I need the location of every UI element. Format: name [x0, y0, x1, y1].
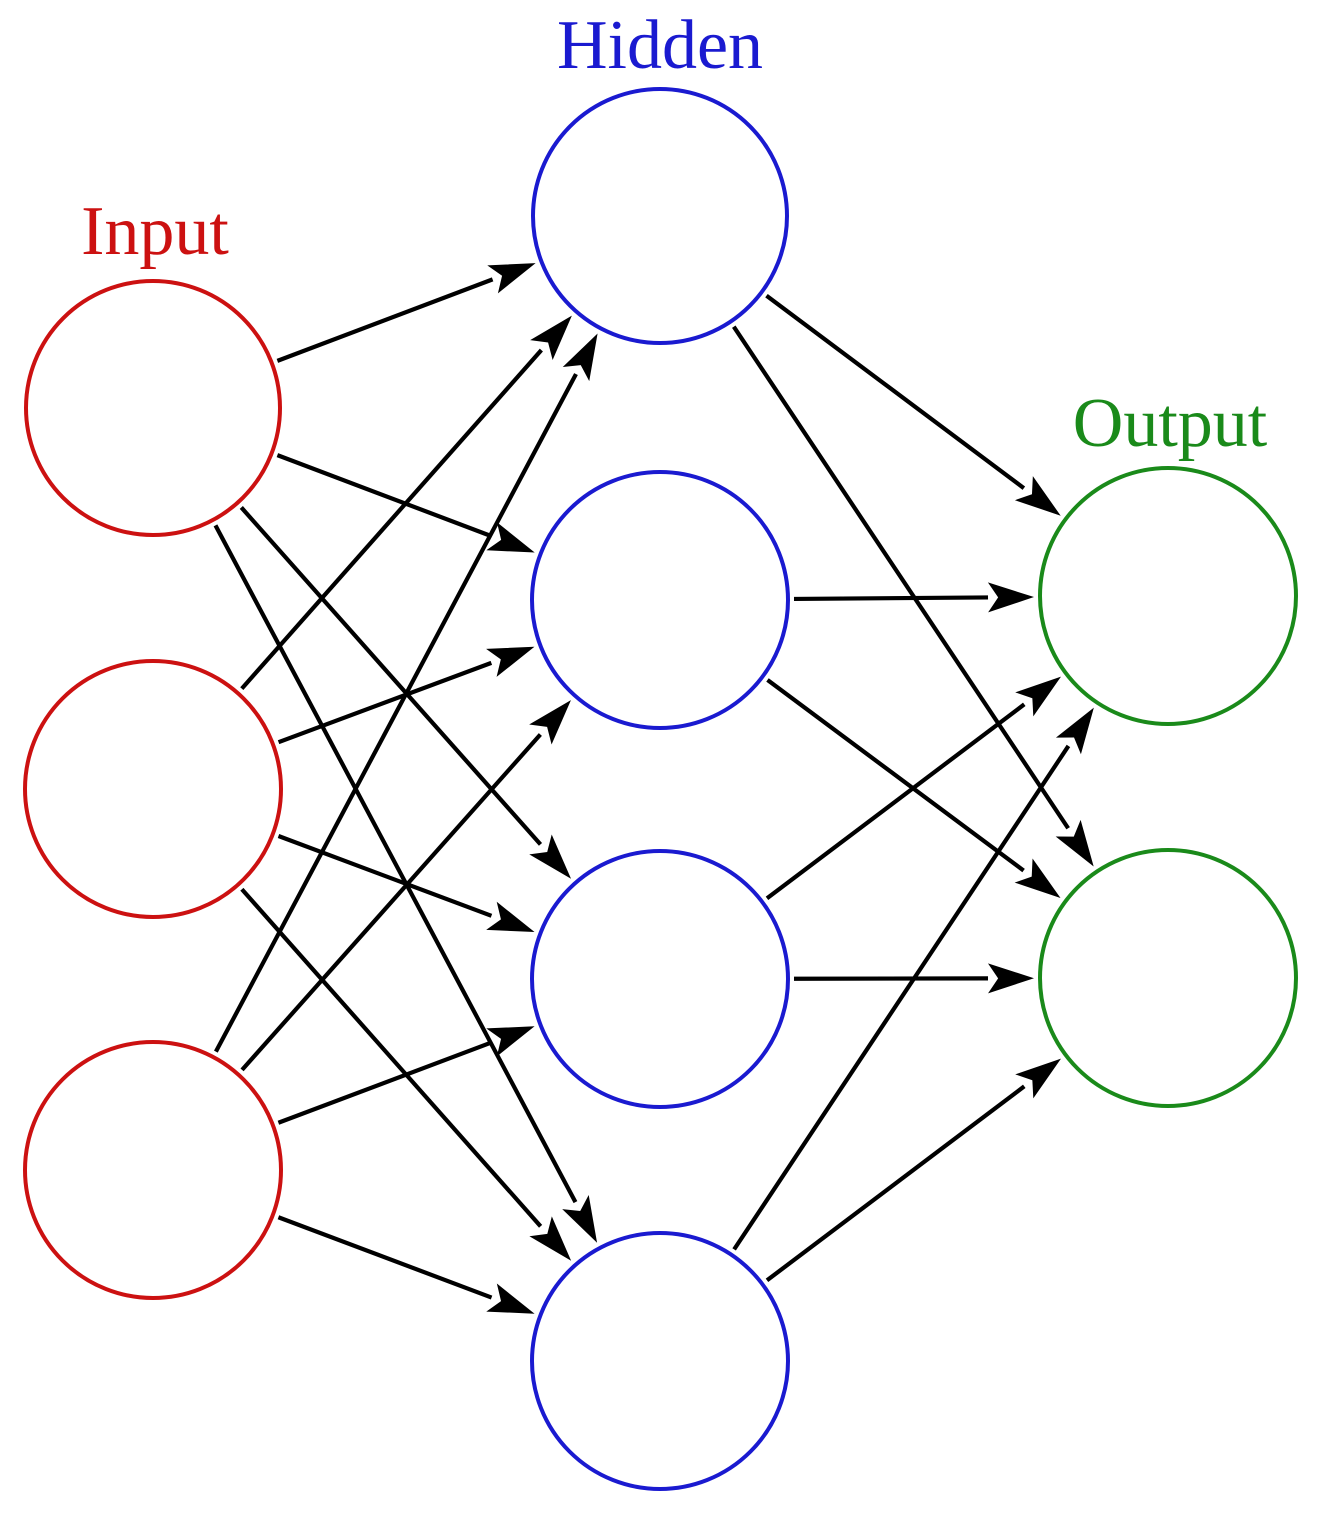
edge-arrowhead — [562, 333, 598, 382]
edge-arrowhead — [1055, 707, 1094, 755]
edge-arrowhead — [1015, 676, 1061, 717]
edge-arrowhead — [562, 1195, 598, 1243]
edge-h4-to-o1 — [732, 707, 1094, 1251]
edge-i2-to-h1 — [240, 315, 572, 691]
edge-shaft — [276, 453, 493, 539]
node-output-1[interactable] — [1038, 466, 1298, 726]
edge-h1-to-o2 — [732, 325, 1094, 867]
edge-shaft — [277, 660, 493, 745]
edge-arrowhead — [486, 522, 535, 553]
edge-arrowhead — [529, 834, 572, 879]
layer-label-hidden: Hidden — [557, 7, 763, 84]
edge-arrowhead — [987, 582, 1034, 613]
edge-h3-to-o1 — [765, 676, 1061, 901]
edge-shaft — [240, 733, 542, 1072]
edge-i3-to-h1 — [214, 333, 598, 1053]
edge-i1-to-h2 — [276, 453, 535, 553]
edge-h1-to-o1 — [765, 293, 1061, 516]
edge-shaft — [213, 524, 578, 1204]
edge-h2-to-o1 — [793, 582, 1034, 613]
edge-h3-to-o2 — [793, 963, 1034, 994]
node-input-2[interactable] — [23, 659, 283, 919]
edge-shaft — [765, 293, 1026, 490]
edges-group — [213, 263, 1094, 1314]
edge-shaft — [732, 325, 1070, 830]
node-hidden-2[interactable] — [530, 470, 790, 730]
edge-shaft — [765, 1084, 1026, 1283]
edge-arrowhead — [486, 901, 535, 932]
node-input-3[interactable] — [23, 1040, 283, 1300]
edge-shaft — [793, 595, 989, 602]
edge-shaft — [214, 373, 578, 1053]
edge-shaft — [765, 702, 1026, 901]
edge-arrowhead — [530, 315, 572, 360]
edge-shaft — [240, 887, 543, 1228]
edge-arrowhead — [529, 1216, 572, 1261]
edge-shaft — [732, 744, 1071, 1251]
edge-arrowhead — [987, 963, 1034, 994]
node-hidden-3[interactable] — [530, 849, 790, 1109]
edge-shaft — [276, 277, 494, 363]
edge-shaft — [239, 506, 543, 846]
edge-i3-to-h2 — [240, 700, 571, 1072]
edge-i1-to-h4 — [213, 524, 598, 1243]
edge-shaft — [277, 1040, 493, 1125]
edge-h2-to-o2 — [766, 678, 1061, 899]
edge-arrowhead — [1055, 819, 1094, 867]
edge-shaft — [277, 1215, 493, 1300]
edge-i3-to-h4 — [277, 1215, 535, 1314]
edge-i3-to-h3 — [277, 1026, 535, 1125]
node-hidden-4[interactable] — [530, 1231, 790, 1491]
edge-arrowhead — [529, 700, 571, 745]
edge-arrowhead — [1015, 1058, 1061, 1099]
layer-label-output: Output — [1073, 385, 1268, 462]
node-input-1[interactable] — [24, 279, 282, 537]
edge-arrowhead — [1014, 858, 1061, 899]
edge-arrowhead — [487, 263, 536, 294]
edge-shaft — [240, 348, 543, 691]
edge-shaft — [277, 834, 493, 918]
edge-i2-to-h4 — [240, 887, 572, 1261]
edge-i2-to-h3 — [277, 834, 535, 932]
layer-label-input: Input — [81, 193, 229, 270]
node-hidden-1[interactable] — [531, 87, 789, 345]
edge-arrowhead — [486, 1026, 535, 1057]
node-output-2[interactable] — [1038, 848, 1298, 1108]
edge-shaft — [766, 678, 1025, 873]
edge-arrowhead — [486, 1283, 535, 1314]
nodes-group — [23, 87, 1298, 1491]
edge-h4-to-o2 — [765, 1058, 1061, 1283]
edge-i1-to-h1 — [276, 263, 536, 363]
edge-i2-to-h2 — [277, 646, 535, 745]
edge-arrowhead — [486, 646, 535, 677]
edge-arrowhead — [1014, 476, 1061, 516]
